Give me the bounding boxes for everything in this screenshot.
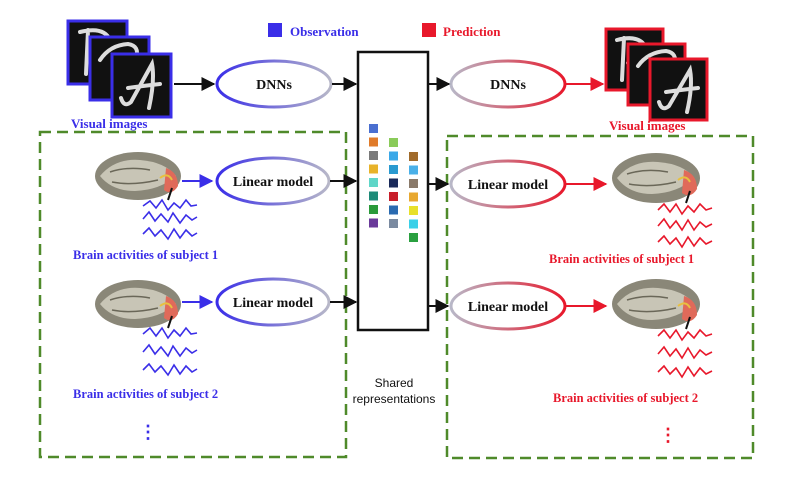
right-visual-images-stack	[604, 27, 709, 122]
feature-square	[369, 178, 378, 187]
right-subjects-group	[445, 134, 755, 460]
right-brain-subject-2	[612, 279, 700, 330]
right-brain-signal-2	[657, 328, 713, 379]
feature-square	[409, 152, 418, 161]
left-brain-signal-2	[142, 326, 198, 377]
feature-square	[409, 233, 418, 242]
shared-label-line2: representations	[353, 392, 436, 406]
feature-square	[369, 205, 378, 214]
feature-square	[409, 192, 418, 202]
left-brain-subject-2	[95, 280, 181, 329]
feature-square	[409, 165, 418, 175]
feature-square	[409, 179, 418, 188]
left-dnn-label: DNNs	[256, 78, 292, 93]
left-linear-model-2	[215, 277, 331, 327]
feature-square	[369, 191, 378, 201]
prediction-swatch	[422, 23, 436, 37]
feature-square	[369, 151, 378, 160]
feature-square	[389, 138, 398, 147]
observation-legend-label: Observation	[290, 24, 359, 39]
left-brain-signal-1	[142, 198, 198, 241]
prediction-legend-label: Prediction	[443, 24, 501, 39]
left-subjects-group	[38, 130, 348, 459]
feature-square	[389, 192, 398, 201]
feature-square	[389, 151, 398, 161]
left-visual-images-stack	[66, 19, 173, 119]
feature-square	[389, 205, 398, 215]
left-visual-images-label: Visual images	[71, 116, 147, 131]
feature-square	[389, 165, 398, 174]
left-linear-model-1	[215, 156, 331, 206]
right-linear-model-1	[449, 159, 567, 209]
left-dnn-node	[215, 59, 333, 109]
left-linear-model-2-label: Linear model	[233, 296, 313, 311]
right-more-subjects-ellipsis: ⋮	[659, 425, 677, 445]
left-brain-subject-1	[95, 152, 181, 201]
feature-square	[409, 206, 418, 215]
right-brain-subject-1	[612, 153, 700, 204]
digit-image-3	[110, 52, 173, 119]
legend: Observation Prediction	[268, 23, 501, 39]
shared-label-line1: Shared	[375, 376, 414, 390]
digit-image-3	[648, 57, 709, 122]
feature-square	[369, 137, 378, 147]
feature-square	[389, 178, 398, 188]
right-visual-images-label: Visual images	[609, 118, 685, 133]
feature-square	[369, 124, 378, 133]
feature-square	[369, 164, 378, 174]
right-subject-2-label: Brain activities of subject 2	[553, 391, 698, 405]
right-brain-signal-1	[657, 202, 713, 249]
right-linear-model-2-label: Linear model	[468, 300, 548, 315]
right-dnn-label: DNNs	[490, 78, 526, 93]
shared-representation-box	[356, 50, 430, 332]
feature-square	[389, 219, 398, 228]
feature-square	[409, 219, 418, 229]
left-more-subjects-ellipsis: ⋮	[139, 422, 157, 442]
right-dnn-node	[449, 59, 567, 109]
shared-representation-features	[369, 124, 418, 242]
right-subject-1-label: Brain activities of subject 1	[549, 252, 694, 266]
left-subject-2-label: Brain activities of subject 2	[73, 387, 218, 401]
right-linear-model-2	[449, 281, 567, 331]
left-subject-1-label: Brain activities of subject 1	[73, 248, 218, 262]
observation-swatch	[268, 23, 282, 37]
right-linear-model-1-label: Linear model	[468, 178, 548, 193]
left-linear-model-1-label: Linear model	[233, 175, 313, 190]
feature-square	[369, 218, 378, 228]
